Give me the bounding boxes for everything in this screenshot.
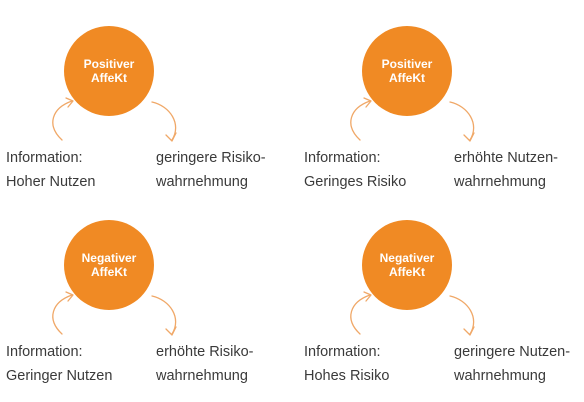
information-label: Information: Geringer Nutzen — [6, 340, 112, 388]
arrows — [52, 291, 177, 336]
arrow-affect-to-result — [151, 101, 177, 141]
result-label: erhöhte Risiko- wahrnehmung — [156, 340, 254, 388]
result-label: geringere Nutzen- wahrnehmung — [454, 340, 570, 388]
affect-label-line2: AffeKt — [389, 265, 425, 279]
result-label: erhöhte Nutzen- wahrnehmung — [454, 146, 558, 194]
arrow-information-to-affect — [350, 100, 371, 141]
arrow-information-to-affect — [52, 100, 73, 141]
result-line2: wahrnehmung — [454, 174, 546, 190]
information-line1: Information: — [6, 344, 83, 360]
affect-label-line1: Negativer — [81, 251, 137, 265]
result-line2: wahrnehmung — [156, 368, 248, 384]
arrows — [350, 97, 475, 142]
result-label: geringere Risiko- wahrnehmung — [156, 146, 266, 194]
panel-negative-low-benefit: Negativer AffeKt Information: Geringer N… — [0, 194, 292, 395]
affect-circle: Negativer AffeKt — [362, 220, 452, 310]
information-line2: Hohes Risiko — [304, 368, 390, 384]
information-label: Information: Geringes Risiko — [304, 146, 406, 194]
result-line1: erhöhte Nutzen- — [454, 150, 558, 166]
arrows — [52, 97, 177, 142]
result-line1: geringere Risiko- — [156, 150, 266, 166]
information-label: Information: Hoher Nutzen — [6, 146, 95, 194]
information-label: Information: Hohes Risiko — [304, 340, 389, 388]
information-line1: Information: — [304, 150, 381, 166]
arrow-affect-to-result — [449, 101, 475, 141]
affect-label-line2: AffeKt — [91, 265, 127, 279]
information-line2: Geringes Risiko — [304, 174, 407, 190]
arrows — [350, 291, 475, 336]
affect-circle: Positiver AffeKt — [64, 26, 154, 116]
affect-label-line1: Negativer — [379, 251, 435, 265]
panel-positive-low-risk: Positiver AffeKt Information: Geringes R… — [298, 0, 584, 201]
result-line1: geringere Nutzen- — [454, 344, 571, 360]
affect-label-line1: Positiver — [83, 57, 135, 71]
affect-circle: Positiver AffeKt — [362, 26, 452, 116]
arrowhead-information-to-affect — [363, 291, 372, 302]
panel-negative-high-risk: Negativer AffeKt Information: Hohes Risi… — [298, 194, 584, 395]
affect-label-line1: Positiver — [381, 57, 433, 71]
arrowhead-affect-to-result — [463, 326, 475, 336]
affect-circle: Negativer AffeKt — [64, 220, 154, 310]
arrow-information-to-affect — [350, 294, 371, 335]
result-line2: wahrnehmung — [454, 368, 546, 384]
information-line2: Hoher Nutzen — [6, 174, 96, 190]
arrowhead-information-to-affect — [65, 97, 74, 108]
arrowhead-affect-to-result — [165, 132, 177, 142]
arrowhead-affect-to-result — [165, 326, 177, 336]
information-line1: Information: — [304, 344, 381, 360]
information-line1: Information: — [6, 150, 83, 166]
result-line1: erhöhte Risiko- — [156, 344, 254, 360]
affect-label-line2: AffeKt — [91, 71, 127, 85]
panel-positive-high-benefit: Positiver AffeKt Information: Hoher Nutz… — [0, 0, 292, 201]
affect-label-line2: AffeKt — [389, 71, 425, 85]
arrowhead-information-to-affect — [65, 291, 74, 302]
information-line2: Geringer Nutzen — [6, 368, 113, 384]
result-line2: wahrnehmung — [156, 174, 248, 190]
arrowhead-information-to-affect — [363, 97, 372, 108]
arrow-affect-to-result — [449, 295, 475, 335]
arrow-information-to-affect — [52, 294, 73, 335]
arrowhead-affect-to-result — [463, 132, 475, 142]
arrow-affect-to-result — [151, 295, 177, 335]
